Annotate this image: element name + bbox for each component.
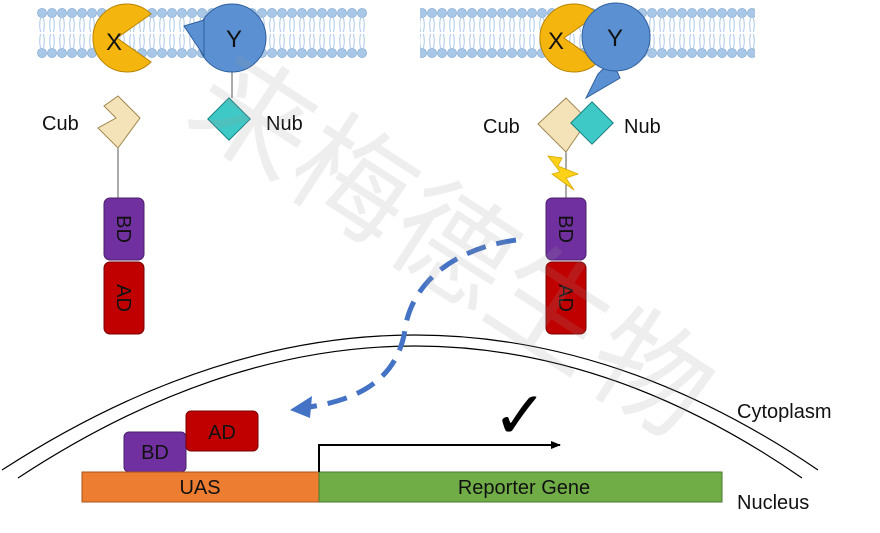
cytoplasm-label: Cytoplasm (737, 401, 831, 423)
right-x-label: X (548, 28, 564, 55)
left-cub-label: Cub (42, 113, 79, 135)
left-bd-box (103, 197, 145, 261)
nucleus-ad-box (185, 410, 259, 452)
left-cub-domain (97, 95, 141, 149)
left-nub-label: Nub (266, 113, 303, 135)
nucleus-bd-label: BD (141, 442, 169, 464)
right-x-protein (539, 3, 599, 73)
left-y-label: Y (226, 26, 242, 53)
right-y-label: Y (607, 25, 623, 52)
transcription-start-arrow (318, 441, 561, 472)
left-panel: X Y Cub Nub BD AD (37, 3, 367, 335)
left-x-label: X (106, 29, 122, 56)
translocation-arrow (301, 237, 517, 411)
right-nub-label: Nub (624, 116, 661, 138)
nucleus-label: Nucleus (737, 492, 809, 514)
uas-element (81, 471, 320, 503)
left-ad-box (103, 261, 145, 335)
left-bd-label: BD (112, 215, 134, 243)
watermark: 来梅德生物 (167, 27, 737, 464)
activation-checkmark-icon: ✓ (492, 377, 547, 454)
left-x-protein (92, 3, 152, 73)
nuclear-envelope-inner (17, 345, 803, 479)
right-ad-box (545, 261, 587, 335)
left-ad-label: AD (112, 284, 134, 312)
right-bd-label: BD (554, 215, 576, 243)
nuclear-envelope-outer (1, 334, 819, 471)
right-bd-box (545, 197, 587, 261)
cleavage-bolt-icon (547, 155, 580, 191)
left-nub-domain (207, 97, 251, 141)
right-ad-label: AD (554, 284, 576, 312)
nucleus-ad-label: AD (208, 422, 236, 444)
left-y-tail (183, 19, 205, 58)
translocation-arrowhead (290, 396, 312, 418)
right-nub-domain (570, 101, 614, 145)
reporter-gene-label: Reporter Gene (458, 477, 590, 499)
reporter-gene-element (318, 471, 723, 503)
right-panel: X Y Cub Nub BD AD (420, 2, 755, 335)
uas-label: UAS (179, 477, 220, 499)
right-y-protein (581, 2, 651, 72)
right-cub-label: Cub (483, 116, 520, 138)
